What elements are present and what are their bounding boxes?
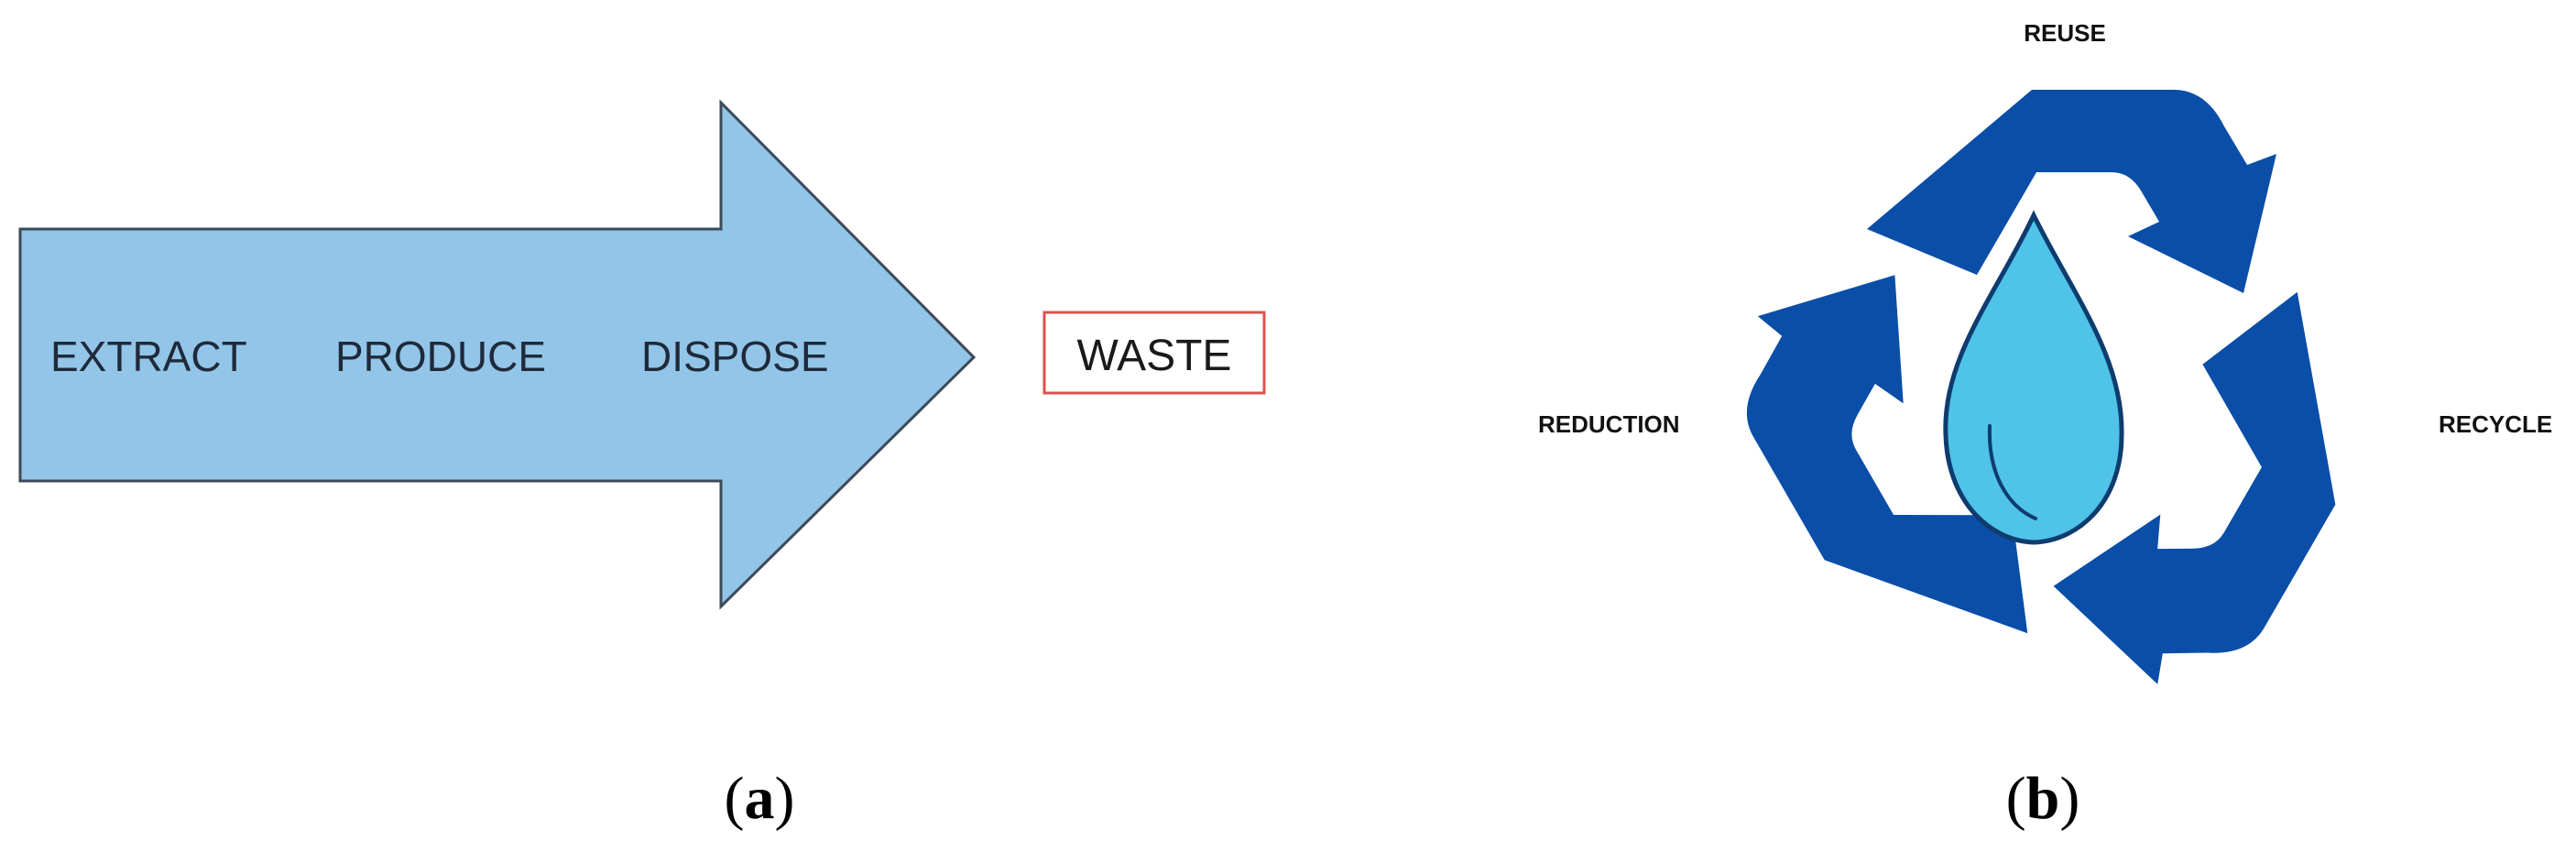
caption-b: (b) [2006, 765, 2080, 832]
stage-label-extract: EXTRACT [50, 333, 247, 380]
water-drop-highlight [1987, 424, 2037, 520]
panel-a: EXTRACT PRODUCE DISPOSE WASTE (a) [18, 99, 1266, 832]
label-recycle: RECYCLE [2439, 410, 2552, 438]
waste-label: WASTE [1077, 332, 1232, 380]
water-drop-shape [1943, 210, 2124, 545]
label-reduction: REDUCTION [1538, 410, 1680, 438]
caption-a-letter: a [745, 765, 775, 832]
recycle-icon [1746, 90, 2336, 684]
panel-b: REUSE REDUCTION RECYCLE (b) [1538, 19, 2552, 832]
recycle-arrow-top [1867, 90, 2276, 293]
recycle-arrow-left [1746, 275, 2028, 634]
caption-b-letter: b [2026, 765, 2060, 832]
caption-a: (a) [725, 765, 795, 832]
water-drop-icon [1943, 210, 2124, 545]
waste-box [1042, 311, 1266, 395]
label-reuse: REUSE [2024, 19, 2106, 47]
linear-flow-arrow [18, 99, 977, 610]
recycle-arrow-right [2053, 291, 2336, 684]
stage-label-produce: PRODUCE [335, 333, 546, 380]
stage-label-dispose: DISPOSE [641, 333, 829, 380]
